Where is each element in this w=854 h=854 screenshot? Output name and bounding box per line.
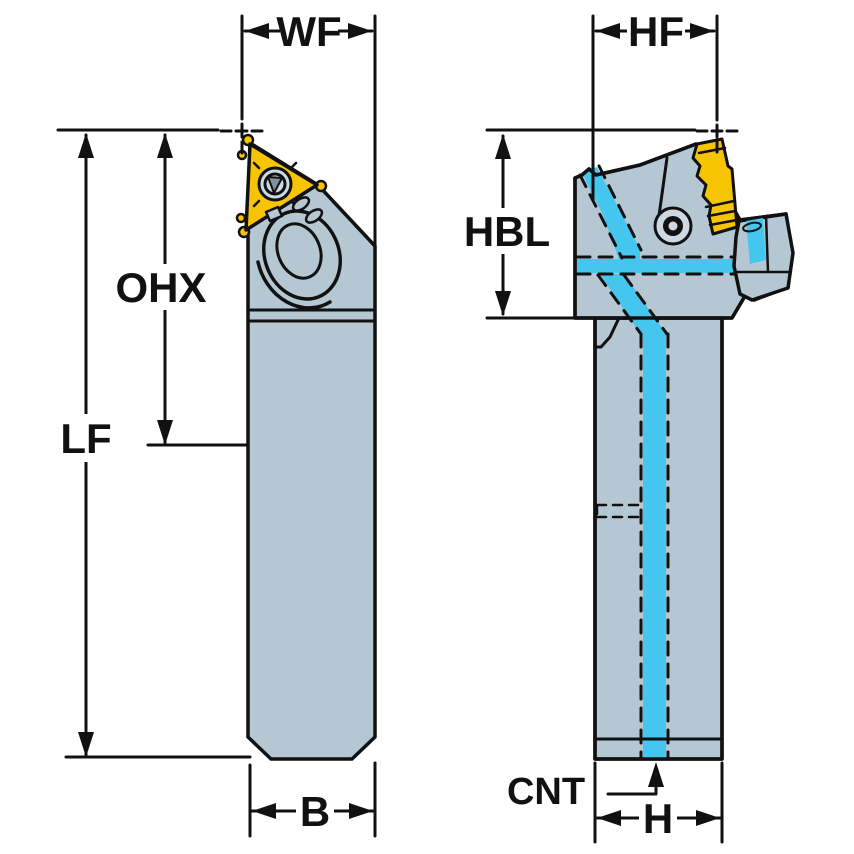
hbl-label: HBL — [464, 208, 550, 255]
side-view — [235, 133, 377, 761]
insert-corner-lobes — [235, 133, 328, 239]
dimension-lf: LF — [57, 133, 115, 757]
clamp-block — [732, 212, 795, 302]
dimensions: WF HF OHX HBL — [56, 8, 739, 844]
lf-label: LF — [60, 415, 111, 462]
front-shank-outline — [593, 316, 724, 761]
dimension-ohx: OHX — [111, 133, 211, 445]
ohx-label: OHX — [115, 264, 206, 311]
screw-hole-front — [653, 206, 693, 246]
dimension-h: H — [593, 761, 724, 844]
front-view — [573, 137, 795, 761]
screw-tick-marks — [252, 161, 298, 208]
dimension-b: B — [248, 761, 377, 838]
insert-screw — [252, 161, 298, 208]
side-neck-lines — [246, 308, 377, 323]
b-label: B — [300, 788, 330, 835]
coolant-plug-stub — [595, 503, 643, 519]
wf-label: WF — [276, 8, 341, 55]
clamp-lever — [256, 196, 342, 310]
dimension-cnt: CNT — [507, 762, 664, 813]
datum-crosshair-side — [219, 107, 264, 155]
datum-crosshair-front — [695, 108, 739, 154]
shank-step-notch — [593, 318, 620, 349]
dimension-wf: WF — [240, 8, 377, 248]
coolant-dashed-borders — [575, 164, 739, 759]
cnt-label: CNT — [507, 771, 585, 813]
dimension-hbl: HBL — [456, 134, 558, 316]
threading-insert-front — [691, 137, 739, 236]
coolant-channels — [575, 164, 739, 759]
dimension-hf: HF — [591, 8, 719, 202]
hf-label: HF — [628, 8, 684, 55]
h-label: H — [643, 795, 673, 842]
insert-serrations — [697, 146, 739, 227]
